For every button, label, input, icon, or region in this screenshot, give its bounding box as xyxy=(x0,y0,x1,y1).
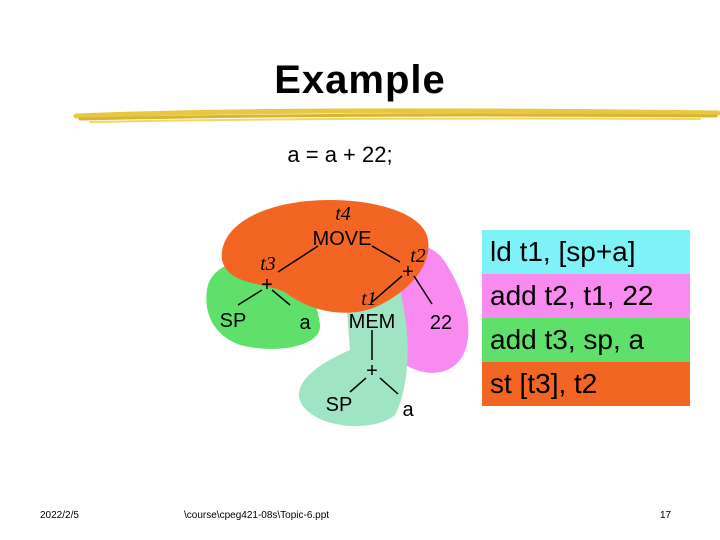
node-plus-right: + xyxy=(402,261,414,283)
code-line-2: add t2, t1, 22 xyxy=(482,274,690,318)
node-plus-bottom: + xyxy=(366,360,378,382)
node-sp-left: SP xyxy=(220,310,247,332)
ir-tree-diagram: MOVE t4 t3 + SP a t2 + t1 MEM 22 + SP a xyxy=(206,200,469,427)
node-22: 22 xyxy=(430,312,452,334)
node-mem: MEM xyxy=(349,311,396,333)
temp-t2: t2 xyxy=(410,245,426,267)
tree-edges xyxy=(237,245,433,395)
node-plus-left: + xyxy=(261,274,273,296)
slide-title: Example xyxy=(274,58,446,102)
node-sp-bottom: SP xyxy=(326,394,353,416)
node-a-left: a xyxy=(299,312,311,334)
temp-t4: t4 xyxy=(335,203,351,225)
code-line-1: ld t1, [sp+a] xyxy=(482,230,690,274)
temp-t3: t3 xyxy=(260,253,276,275)
temp-t1: t1 xyxy=(361,288,377,310)
tile-orange xyxy=(221,200,429,313)
node-a-bottom: a xyxy=(402,399,414,421)
node-move: MOVE xyxy=(313,228,372,250)
code-line-3: add t3, sp, a xyxy=(482,318,690,362)
code-line-4: st [t3], t2 xyxy=(482,362,690,406)
title-underline-stroke xyxy=(73,108,720,123)
source-statement: a = a + 22; xyxy=(287,142,393,167)
footer-path: \course\cpeg421-08s\Topic-6.ppt xyxy=(184,510,330,521)
tile-teal xyxy=(298,273,408,427)
footer-page-number: 17 xyxy=(660,510,672,521)
footer-date: 2022/2/5 xyxy=(40,510,79,521)
